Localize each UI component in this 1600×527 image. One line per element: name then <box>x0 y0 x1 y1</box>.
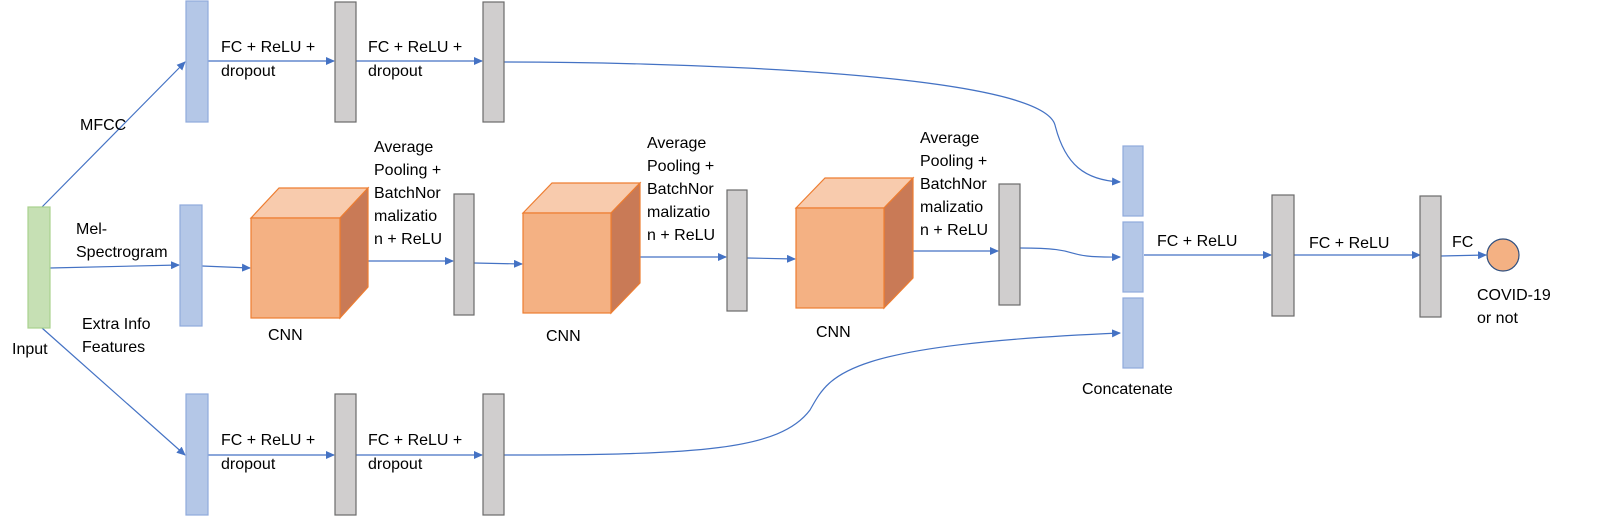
extra-fc2-label-line2: dropout <box>368 456 423 473</box>
mel-label-line1: Mel- <box>76 221 107 238</box>
extra-fc2-label-line1: FC + ReLU + <box>368 432 462 449</box>
extra-label-line2: Features <box>82 339 145 356</box>
pool3-label: Average Pooling + BatchNor malizatio n +… <box>920 130 992 239</box>
cnn-cube-2 <box>521 181 642 315</box>
edge-mfcc-to-concat <box>503 61 1121 186</box>
extra-fc1-label-line2: dropout <box>221 456 276 473</box>
output-label-line1: COVID-19 <box>1477 287 1551 304</box>
output-node <box>1486 238 1520 272</box>
mfcc-label: MFCC <box>80 117 126 134</box>
pool2-line-3: BatchNor <box>647 181 714 198</box>
pool3-line-4: malizatio <box>920 199 983 216</box>
head-hidden-2 <box>1419 195 1442 318</box>
input-label: Input <box>12 341 48 358</box>
edge-pool2-cnn3 <box>746 254 796 263</box>
pool-layer-3 <box>998 183 1021 306</box>
cnn1-label: CNN <box>268 327 303 344</box>
mfcc-fc1-label-line2: dropout <box>221 63 276 80</box>
extra-hidden-1 <box>334 393 357 516</box>
pool1-line-2: Pooling + <box>374 162 441 179</box>
pool2-label: Average Pooling + BatchNor malizatio n +… <box>647 135 719 244</box>
mel-spectrogram-block <box>179 204 203 327</box>
pool3-line-1: Average <box>920 130 979 147</box>
pool1-line-1: Average <box>374 139 433 156</box>
extra-hidden-2 <box>482 393 505 516</box>
fc-final-label: FC <box>1452 234 1473 251</box>
pool2-line-1: Average <box>647 135 706 152</box>
output-label-line2: or not <box>1477 310 1518 327</box>
connections <box>41 57 1487 459</box>
cnn-cube-1 <box>249 186 370 320</box>
edge-pool3-to-concat <box>1019 247 1121 262</box>
mfcc-block <box>185 0 209 123</box>
mfcc-fc2-label-line1: FC + ReLU + <box>368 39 462 56</box>
pool1-label: Average Pooling + BatchNor malizatio n +… <box>374 139 446 248</box>
concatenate-label: Concatenate <box>1082 381 1173 398</box>
concat-segment-mel <box>1122 221 1144 293</box>
cnn2-label: CNN <box>546 328 581 345</box>
cnn-cube-3 <box>794 176 915 310</box>
labels: Input MFCC Mel- Spectrogram Extra Info F… <box>12 39 1551 473</box>
edge-extra-to-concat <box>503 329 1121 456</box>
pool1-line-4: malizatio <box>374 208 437 225</box>
cnn3-label: CNN <box>816 324 851 341</box>
layer-blocks <box>27 0 1520 516</box>
mfcc-hidden-2 <box>482 1 505 123</box>
pool-layer-2 <box>726 189 748 312</box>
head-hidden-1 <box>1271 194 1295 317</box>
mfcc-fc2-label-line2: dropout <box>368 63 423 80</box>
mfcc-hidden-1 <box>334 1 357 123</box>
concat-segment-extra <box>1122 297 1144 369</box>
edge-mel-cnn1 <box>201 263 251 272</box>
pool1-line-3: BatchNor <box>374 185 441 202</box>
edge-input-to-mfcc <box>41 61 186 208</box>
fc-relu-label-1: FC + ReLU <box>1157 233 1237 250</box>
edge-input-to-extra <box>41 327 186 456</box>
input-block <box>27 206 51 329</box>
pool1-line-5: n + ReLU <box>374 231 442 248</box>
pool2-line-2: Pooling + <box>647 158 714 175</box>
pool-layer-1 <box>453 193 475 316</box>
pool3-line-2: Pooling + <box>920 153 987 170</box>
mfcc-fc1-label-line1: FC + ReLU + <box>221 39 315 56</box>
fc-relu-label-2: FC + ReLU <box>1309 235 1389 252</box>
extra-fc1-label-line1: FC + ReLU + <box>221 432 315 449</box>
pool2-line-4: malizatio <box>647 204 710 221</box>
pool3-line-5: n + ReLU <box>920 222 988 239</box>
edge-fc-output <box>1440 251 1487 260</box>
extra-label-line1: Extra Info <box>82 316 151 333</box>
extra-info-block <box>185 393 209 516</box>
pool3-line-3: BatchNor <box>920 176 987 193</box>
concat-segment-mfcc <box>1122 145 1144 217</box>
edge-pool1-cnn2 <box>473 259 523 268</box>
mel-label-line2: Spectrogram <box>76 244 168 261</box>
pool2-line-5: n + ReLU <box>647 227 715 244</box>
edge-input-to-mel <box>49 261 180 270</box>
